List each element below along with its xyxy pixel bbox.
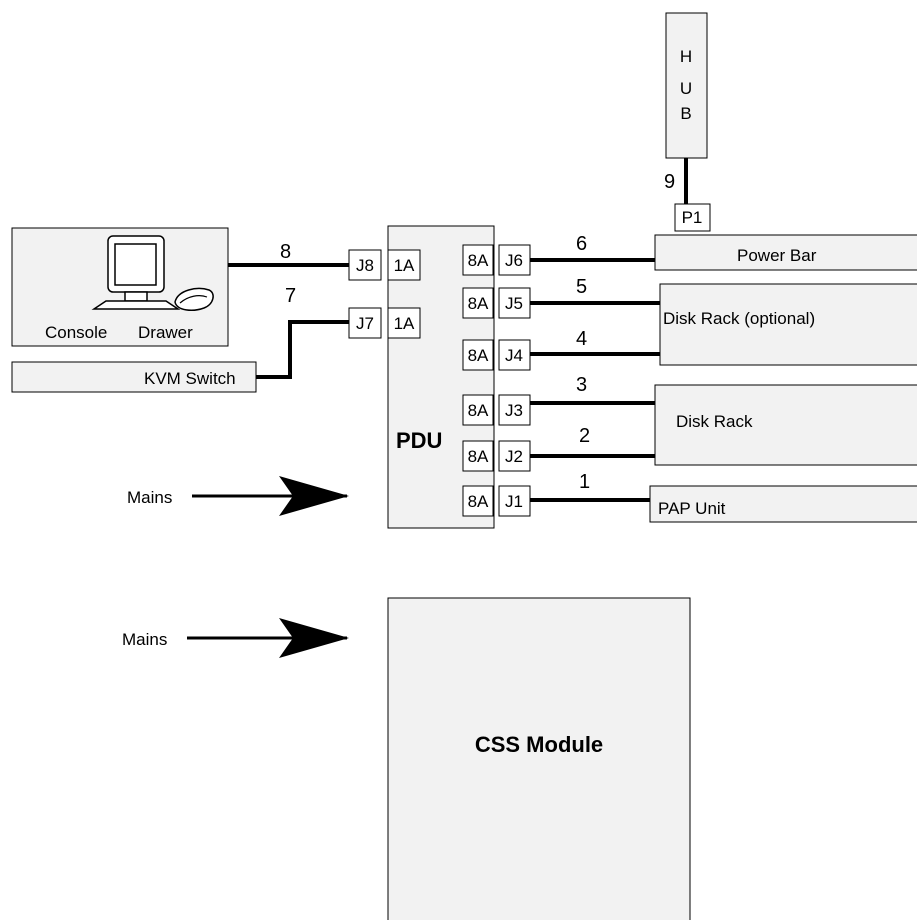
pdu-jack-j6: 8A J6 [462,244,531,276]
console-drawer: Console Drawer [11,227,229,347]
jack-label: J1 [505,492,523,511]
jack-label: J3 [505,401,523,420]
kvm-switch-label: KVM Switch [144,369,236,388]
cable-6-label: 6 [576,233,587,255]
drawer-label: Drawer [138,323,193,342]
rating-label: 8A [468,401,489,420]
jack-label: J4 [505,346,523,365]
hub-letter-b: B [680,104,691,123]
jack-label: J7 [356,314,374,333]
jack-label: J5 [505,294,523,313]
cable-8-label: 8 [280,241,291,263]
cable-9-label: 9 [664,171,675,193]
pdu-jack-j7: J7 1A [348,307,421,339]
monitor-icon [91,235,181,310]
hub-port-p1: P1 [674,203,711,232]
pdu-jack-j5: 8A J5 [462,287,531,319]
pdu-jack-j4: 8A J4 [462,339,531,371]
rating-label: 8A [468,447,489,466]
jack-label: J6 [505,251,523,270]
pdu-title: PDU [396,428,442,453]
cable-7 [256,320,349,379]
mouse-icon [174,287,214,311]
pdu-jack-j1: 8A J1 [462,485,531,517]
hub-port-label: P1 [682,208,703,227]
css-module: CSS Module [387,597,691,920]
cable-7-label: 7 [285,285,296,307]
mains-label-css: Mains [122,630,167,649]
disk-rack: Disk Rack [654,384,917,466]
rating-label: 1A [394,256,415,275]
pap-unit: PAP Unit [649,485,917,523]
disk-rack-optional-label: Disk Rack (optional) [663,309,815,328]
pap-unit-label: PAP Unit [658,499,726,518]
rating-label: 8A [468,346,489,365]
rating-label: 1A [394,314,415,333]
cable-5-label: 5 [576,276,587,298]
cable-1-label: 1 [579,471,590,493]
hub-letter-u: U [680,79,692,98]
mains-label-pdu: Mains [127,488,172,507]
cable-3-label: 3 [576,374,587,396]
power-bar: Power Bar [654,234,917,271]
jack-label: J8 [356,256,374,275]
disk-rack-label: Disk Rack [676,412,753,431]
pdu-jack-j2: 8A J2 [462,440,531,472]
disk-rack-optional: Disk Rack (optional) [659,283,917,366]
console-label: Console [45,323,107,342]
cable-4-label: 4 [576,328,587,350]
pdu-jack-j3: 8A J3 [462,394,531,426]
css-module-label: CSS Module [475,732,603,757]
cable-2-label: 2 [579,425,590,447]
rating-label: 8A [468,492,489,511]
jack-label: J2 [505,447,523,466]
hub-letter-h: H [680,47,692,66]
power-bar-label: Power Bar [737,246,817,265]
hub: H U B [665,12,708,159]
kvm-switch: KVM Switch [11,361,257,393]
pdu-jack-j8: J8 1A [348,249,421,281]
rating-label: 8A [468,251,489,270]
rating-label: 8A [468,294,489,313]
